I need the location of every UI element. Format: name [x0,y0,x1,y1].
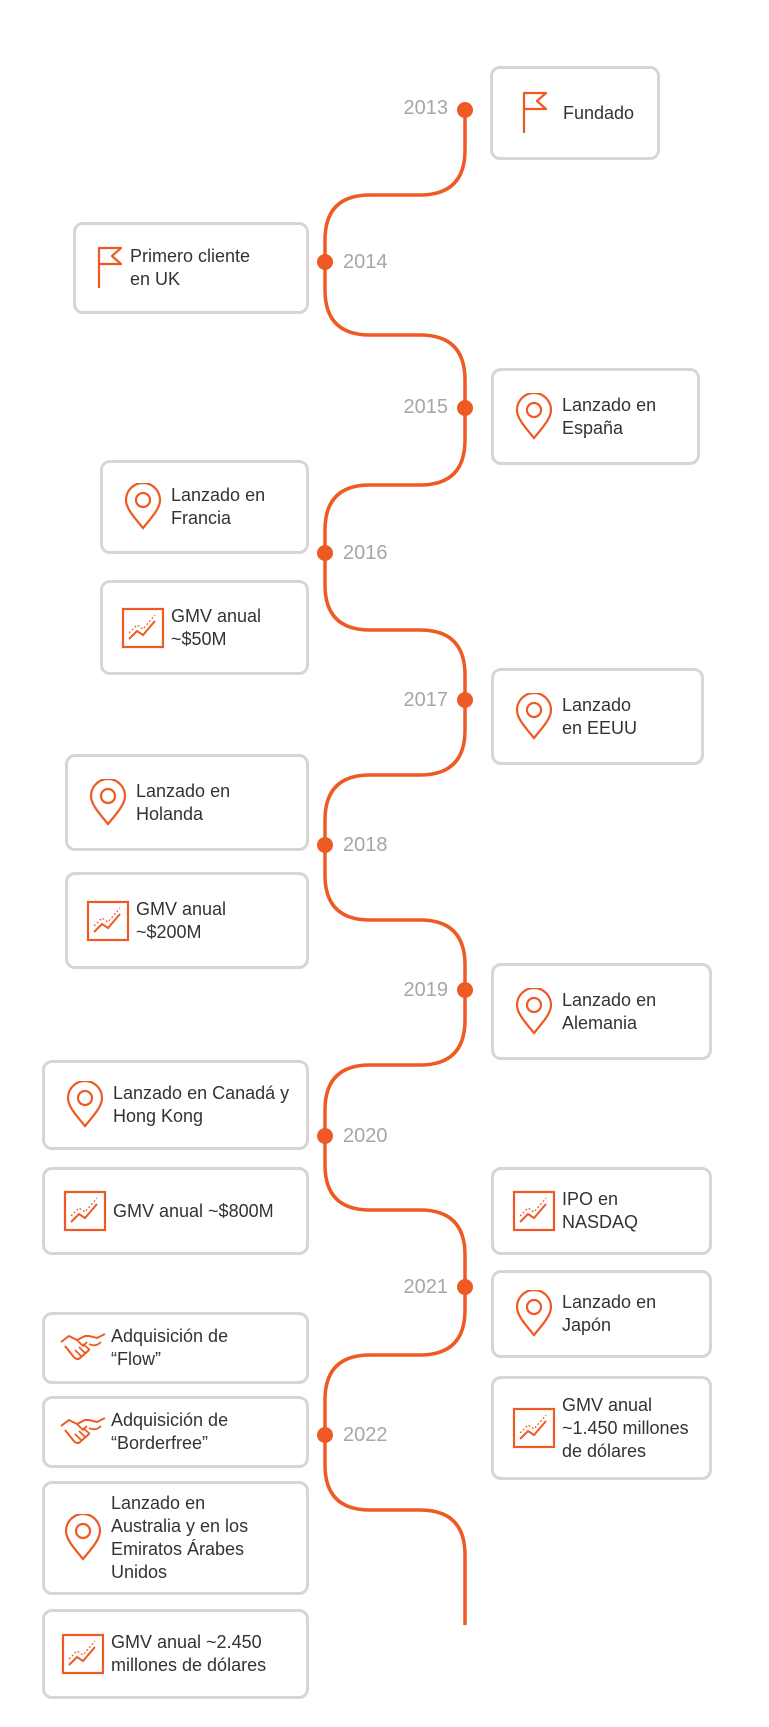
growth-chart-icon [506,1190,562,1232]
growth-chart-icon [80,900,136,942]
year-label-2014: 2014 [343,251,388,273]
event-card-gmv-800m: GMV anual ~$800M [42,1167,309,1255]
event-text: Adquisición de “Borderfree” [111,1410,229,1453]
event-card-acquisition-borderfree: Adquisición de “Borderfree” [42,1396,309,1468]
map-pin-icon [80,778,136,827]
event-card-acquisition-flow: Adquisición de “Flow” [42,1312,309,1384]
event-card-launch-spain: Lanzado en España [491,368,700,465]
event-card-launch-france: Lanzado en Francia [100,460,309,554]
event-text: Lanzado en Francia [171,485,266,528]
growth-chart-icon [55,1633,111,1675]
event-text: GMV anual ~$800M [113,1200,274,1221]
year-label-2020: 2020 [343,1125,388,1147]
event-text: Fundado [563,102,635,123]
event-text: Lanzado en Australia y en los Emiratos Á… [111,1493,249,1582]
year-dot-2016 [317,545,333,561]
year-dot-2014 [317,254,333,270]
event-text: Lanzado en Holanda [136,780,231,824]
year-label-2022: 2022 [343,1424,388,1446]
event-text: GMV anual ~$50M [171,605,262,649]
year-dot-2015 [457,400,473,416]
event-text: Primero cliente en UK [130,246,251,289]
event-card-launch-australia-uae: Lanzado en Australia y en los Emiratos Á… [42,1481,309,1595]
year-label-2019: 2019 [403,979,449,1001]
map-pin-icon [115,483,171,531]
year-dot-2022 [317,1427,333,1443]
year-label-2015: 2015 [403,396,449,418]
growth-chart-icon [506,1407,562,1449]
year-dot-2018 [317,837,333,853]
event-text: Adquisición de “Flow” [111,1326,229,1369]
year-label-2013: 2013 [403,97,449,119]
event-text: GMV anual ~$200M [136,898,227,942]
event-card-launch-usa: Lanzado en EEUU [491,668,704,765]
map-pin-icon [55,1514,111,1562]
event-card-gmv-1450m: GMV anual ~1.450 millones de dólares [491,1376,712,1480]
event-card-first-uk-client: Primero cliente en UK [73,222,309,314]
map-pin-icon [506,692,562,741]
handshake-icon [55,1330,111,1366]
flag-icon [90,246,130,290]
event-card-launch-canada-hk: Lanzado en Canadá y Hong Kong [42,1060,309,1150]
event-card-gmv-2450m: GMV anual ~2.450 millones de dólares [42,1609,309,1699]
event-text: GMV anual ~1.450 millones de dólares [562,1394,689,1461]
map-pin-icon [506,1290,562,1338]
year-dot-2021 [457,1279,473,1295]
event-text: IPO en NASDAQ [562,1189,639,1232]
growth-chart-icon [115,607,171,649]
event-text: Lanzado en Canadá y Hong Kong [113,1083,290,1126]
map-pin-icon [506,392,562,441]
event-card-launch-japan: Lanzado en Japón [491,1270,712,1358]
event-card-gmv-200m: GMV anual ~$200M [65,872,309,969]
event-text: GMV anual ~2.450 millones de dólares [111,1632,267,1675]
year-dot-2020 [317,1128,333,1144]
event-card-launch-netherlands: Lanzado en Holanda [65,754,309,851]
event-card-founded: Fundado [490,66,660,160]
event-card-gmv-50m: GMV anual ~$50M [100,580,309,675]
year-dot-2019 [457,982,473,998]
event-text: Lanzado en España [562,394,657,438]
growth-chart-icon [57,1190,113,1232]
event-card-launch-germany: Lanzado en Alemania [491,963,712,1060]
year-dot-2013 [457,102,473,118]
year-label-2016: 2016 [343,542,388,564]
event-text: Lanzado en Japón [562,1292,657,1335]
event-text: Lanzado en EEUU [562,694,638,738]
event-card-ipo-nasdaq: IPO en NASDAQ [491,1167,712,1255]
event-text: Lanzado en Alemania [562,989,657,1033]
year-label-2021: 2021 [403,1276,449,1298]
handshake-icon [55,1414,111,1450]
map-pin-icon [57,1081,113,1129]
flag-icon [507,91,563,135]
year-label-2017: 2017 [403,689,449,711]
year-dot-2017 [457,692,473,708]
year-label-2018: 2018 [343,834,388,856]
map-pin-icon [506,987,562,1036]
